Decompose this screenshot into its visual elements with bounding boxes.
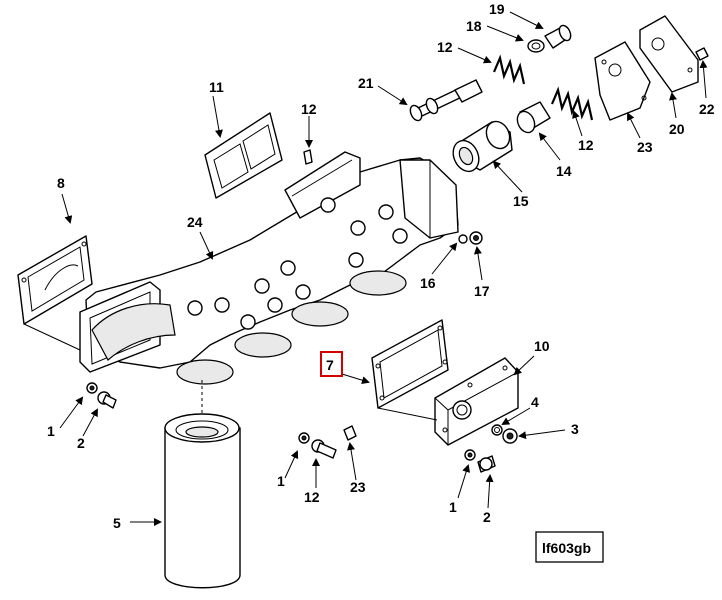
figure-id: lf603gb xyxy=(542,540,591,556)
o-ring-17 xyxy=(527,39,545,53)
fitting-16 xyxy=(469,231,483,245)
bolt-bosses xyxy=(187,197,408,330)
gasket-9 xyxy=(204,112,283,199)
callout-2-left: 2 xyxy=(77,435,85,451)
callout-10: 12 xyxy=(304,489,320,505)
callout-8: 10 xyxy=(534,338,550,354)
callout-2-right: 2 xyxy=(483,509,491,525)
callout-11: 12 xyxy=(301,101,317,117)
callout-13: 14 xyxy=(556,163,572,179)
callout-20: 21 xyxy=(358,75,374,91)
spring-12-lower xyxy=(550,86,594,121)
callout-5: 5 xyxy=(113,515,121,531)
washer-1-center xyxy=(298,432,310,444)
plug-18 xyxy=(544,24,572,49)
callout-18: 19 xyxy=(489,1,505,17)
filter-element-5 xyxy=(164,380,241,589)
leader-lines xyxy=(59,11,708,526)
callout-12-upper: 12 xyxy=(437,39,453,55)
capscrew-2-left xyxy=(97,391,117,409)
callout-1-left: 1 xyxy=(47,423,55,439)
callout-19: 20 xyxy=(669,121,685,137)
cover-plate-8 xyxy=(434,357,519,446)
callout-17: 18 xyxy=(466,18,482,34)
washer-15 xyxy=(458,234,468,244)
fitting-3 xyxy=(502,428,518,444)
washer-1-left xyxy=(86,382,98,394)
screw-21 xyxy=(695,47,709,61)
capscrew-10 xyxy=(311,439,337,459)
callout-labels: 8 11 12 24 1 2 5 1 12 23 7 10 4 3 1 2 16… xyxy=(47,1,715,531)
washer-1-right xyxy=(464,449,476,461)
filter-head-housing xyxy=(79,151,459,385)
callout-7: 7 xyxy=(326,357,334,373)
callout-21: 22 xyxy=(699,101,715,117)
callout-14: 15 xyxy=(513,193,529,209)
plug-22 xyxy=(343,425,357,441)
gasket-7 xyxy=(371,319,449,409)
callout-4: 4 xyxy=(531,394,539,410)
gasket-23 xyxy=(594,41,651,121)
plunger-13 xyxy=(516,101,551,134)
capscrew-11 xyxy=(303,149,313,165)
callout-6: 8 xyxy=(57,175,65,191)
cover-19 xyxy=(639,15,699,93)
callout-24: 24 xyxy=(187,214,203,230)
callout-23: 23 xyxy=(637,139,653,155)
capscrew-2-right xyxy=(477,455,496,473)
o-ring-4 xyxy=(491,424,503,436)
callout-12-lower: 12 xyxy=(578,137,594,153)
callout-15: 16 xyxy=(420,275,436,291)
spring-12-upper xyxy=(492,54,526,85)
housing-14 xyxy=(452,120,513,173)
callout-3: 3 xyxy=(571,421,579,437)
callout-1-right: 1 xyxy=(449,499,457,515)
callout-1-center: 1 xyxy=(277,473,285,489)
callout-22: 23 xyxy=(350,479,366,495)
callout-7-highlight-box xyxy=(320,351,343,377)
gasket-6 xyxy=(17,235,93,351)
callout-16: 17 xyxy=(474,283,490,299)
figure-id-box: lf603gb xyxy=(535,531,604,563)
plunger-20 xyxy=(409,79,483,122)
callout-9: 11 xyxy=(209,79,224,95)
